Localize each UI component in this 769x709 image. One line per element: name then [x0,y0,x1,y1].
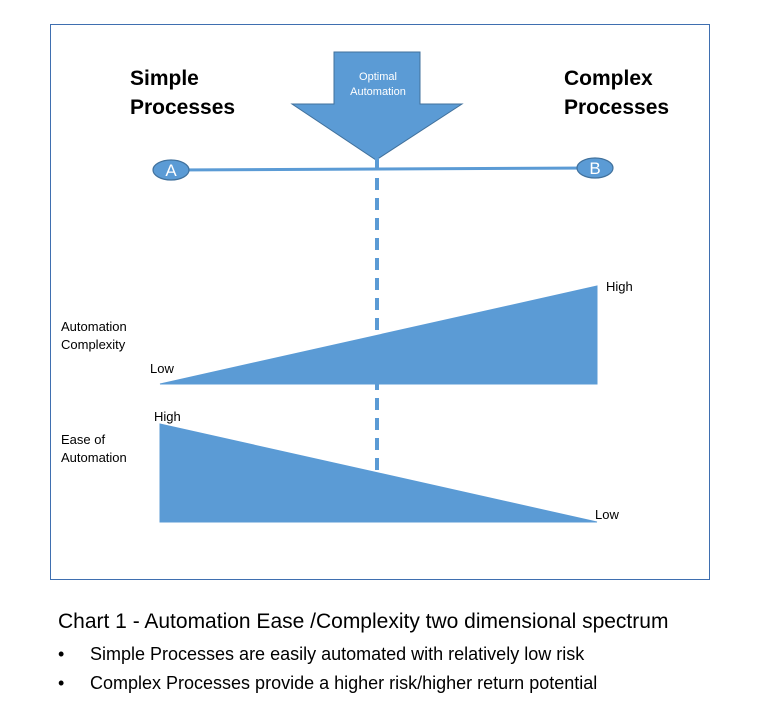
complexity-low-label: Low [150,361,174,376]
ease-high-label: High [154,409,181,424]
complex-processes-heading: Complex Processes [564,67,670,120]
optimal-automation-arrow [290,51,464,161]
complexity-axis-label: Automation Complexity [61,319,127,352]
node-a-label: A [165,161,177,180]
spectrum-line [171,166,595,172]
complexity-high-label: High [606,279,633,294]
node-b-label: B [589,159,600,178]
diagram-frame [50,24,710,580]
node-b [576,157,614,179]
bullet-item: Simple Processes are easily automated wi… [58,640,597,669]
simple-processes-heading: Simple Processes [130,67,236,120]
chart-caption: Chart 1 - Automation Ease /Complexity tw… [58,610,669,633]
ease-low-label: Low [595,507,619,522]
bullet-item: Complex Processes provide a higher risk/… [58,669,597,698]
complexity-wedge [159,285,598,385]
caption-bullets: Simple Processes are easily automated wi… [58,640,597,698]
node-a [152,159,190,181]
ease-wedge [159,423,598,523]
optimal-automation-label: Optimal Automation [350,71,406,98]
ease-axis-label: Ease of Automation [61,432,127,465]
